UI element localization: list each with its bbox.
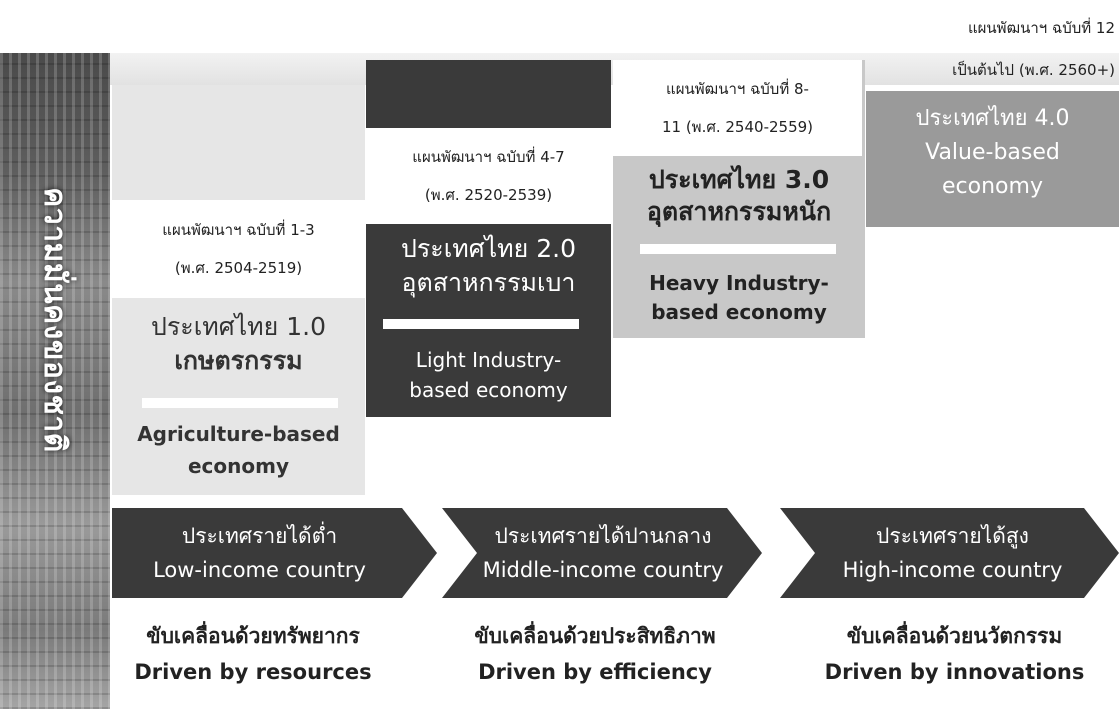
stage-4-plan-line2: เป็นต้นไป (พ.ศ. 2560+): [952, 61, 1115, 79]
stage-1-title-line1: ประเทศไทย 1.0: [150, 312, 327, 341]
stage-2-eng-line1: Light Industry-: [415, 348, 562, 372]
stage-2-title-line2: อุตสาหกรรมเบา: [401, 268, 576, 297]
driver-efficiency-en: Driven by efficiency: [478, 660, 712, 684]
low-income-en: Low-income country: [153, 558, 366, 582]
national-security-label: ความมั่นคงของชาติ: [37, 187, 73, 453]
high-income-en: High-income country: [842, 558, 1063, 582]
low-income-th: ประเทศรายได้ต่ำ: [181, 524, 338, 548]
stage-3-eng-line2: based economy: [651, 300, 827, 324]
stage-2-plan-box: แผนพัฒนาฯ ฉบับที่ 4-7 (พ.ศ. 2520-2539): [366, 128, 611, 224]
middle-income-en: Middle-income country: [482, 558, 724, 582]
stage-1-divider: [142, 398, 338, 408]
stage-4-eng-line2: economy: [942, 174, 1043, 199]
high-income-label: ประเทศรายได้สูง High-income country: [810, 508, 1095, 598]
middle-income-arrow: ประเทศรายได้ปานกลาง Middle-income countr…: [442, 508, 762, 598]
middle-income-label: ประเทศรายได้ปานกลาง Middle-income countr…: [472, 508, 734, 598]
stage-3-plan-line2: 11 (พ.ศ. 2540-2559): [661, 118, 814, 136]
high-income-arrow: ประเทศรายได้สูง High-income country: [780, 508, 1119, 598]
stage-3-english: Heavy Industry- based economy: [613, 266, 865, 330]
stage-2-block: [366, 60, 611, 417]
driver-efficiency-th: ขับเคลื่อนด้วยประสิทธิภาพ: [474, 624, 716, 648]
stage-2-title-line1: ประเทศไทย 2.0: [400, 234, 577, 263]
driver-resources-th: ขับเคลื่อนด้วยทรัพยากร: [146, 624, 360, 648]
stage-2-divider: [383, 319, 579, 329]
low-income-arrow-shape: [112, 508, 437, 598]
driver-efficiency: ขับเคลื่อนด้วยประสิทธิภาพ Driven by effi…: [430, 614, 760, 694]
stage-3-plan-line1: แผนพัฒนาฯ ฉบับที่ 8-: [666, 80, 809, 98]
stage-1-title: ประเทศไทย 1.0 เกษตรกรรม: [112, 306, 365, 382]
stage-1-plan-box: แผนพัฒนาฯ ฉบับที่ 1-3 (พ.ศ. 2504-2519): [112, 200, 365, 298]
high-income-arrow-shape: [780, 508, 1119, 598]
driver-resources: ขับเคลื่อนด้วยทรัพยากร Driven by resourc…: [112, 614, 394, 694]
low-income-arrow: ประเทศรายได้ต่ำ Low-income country: [112, 508, 437, 598]
stage-2-english: Light Industry- based economy: [366, 340, 611, 410]
stage-4-plan-line1: แผนพัฒนาฯ ฉบับที่ 12: [967, 19, 1115, 37]
stage-2-eng-line2: based economy: [409, 378, 568, 402]
city-photo-strip: [0, 53, 110, 709]
driver-innovations: ขับเคลื่อนด้วยนวัตกรรม Driven by innovat…: [790, 614, 1119, 694]
stage-4-text: ประเทศไทย 4.0 Value-based economy: [866, 100, 1119, 206]
middle-income-arrow-shape: [442, 508, 762, 598]
stage-2-plan-line2: (พ.ศ. 2520-2539): [424, 186, 553, 204]
high-income-th: ประเทศรายได้สูง: [876, 524, 1029, 548]
stage-4-block: [866, 91, 1119, 227]
stage-2-plan-line1: แผนพัฒนาฯ ฉบับที่ 4-7: [412, 148, 565, 166]
stage-3-eng-line1: Heavy Industry-: [649, 271, 829, 295]
stage-2-title: ประเทศไทย 2.0 อุตสาหกรรมเบา: [366, 226, 611, 306]
stage-1-eng-line2: economy: [187, 454, 289, 478]
stage-4-eng-line1: Value-based: [925, 140, 1060, 165]
stage-1-title-line2: เกษตรกรรม: [174, 346, 303, 375]
stage-1-eng-line1: Agriculture-based: [137, 422, 340, 446]
stage-1-english: Agriculture-based economy: [112, 416, 365, 484]
driver-innovations-th: ขับเคลื่อนด้วยนวัตกรรม: [846, 624, 1063, 648]
stage-3-title: ประเทศไทย 3.0 อุตสาหกรรมหนัก: [613, 162, 865, 230]
middle-income-th: ประเทศรายได้ปานกลาง: [494, 524, 712, 548]
driver-resources-en: Driven by resources: [134, 660, 372, 684]
stage-3-plan-box: แผนพัฒนาฯ ฉบับที่ 8- 11 (พ.ศ. 2540-2559): [613, 60, 862, 156]
stage-4-title-line1: ประเทศไทย 4.0: [915, 106, 1070, 131]
stage-3-title-line1: ประเทศไทย 3.0: [648, 165, 830, 194]
stage-3-title-line2: อุตสาหกรรมหนัก: [646, 197, 832, 226]
stage-3-divider: [640, 244, 836, 254]
stage-1-plan-line1: แผนพัฒนาฯ ฉบับที่ 1-3: [162, 221, 315, 239]
driver-innovations-en: Driven by innovations: [824, 660, 1085, 684]
low-income-label: ประเทศรายได้ต่ำ Low-income country: [122, 508, 397, 598]
stage-1-plan-line2: (พ.ศ. 2504-2519): [174, 259, 303, 277]
